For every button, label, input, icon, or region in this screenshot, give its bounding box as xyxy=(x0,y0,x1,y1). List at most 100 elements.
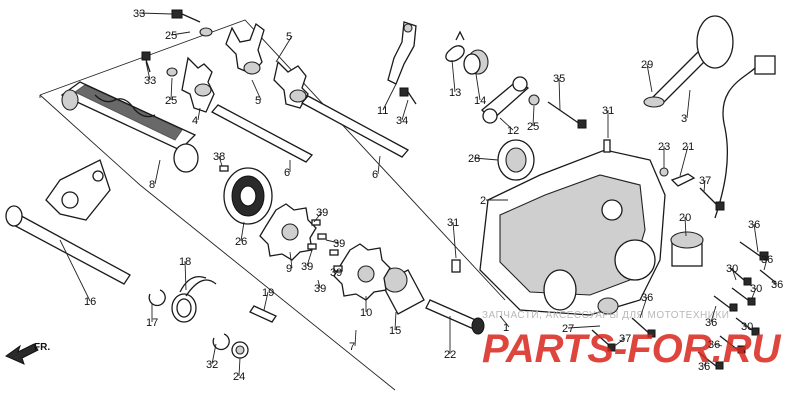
callout-c2: 25 xyxy=(165,30,191,42)
callout-number: 9 xyxy=(286,263,292,275)
fork-shaft-6b xyxy=(300,95,410,158)
callout-c36: 36 xyxy=(639,292,653,319)
callout-number: 33 xyxy=(144,75,156,87)
callout-c34: 36 xyxy=(705,305,717,329)
callout-c35: 36 xyxy=(708,339,723,351)
plate-12 xyxy=(481,76,530,124)
callout-leader xyxy=(753,223,759,253)
callout-leader xyxy=(567,325,601,329)
shift-spindle-16 xyxy=(5,159,131,285)
callout-leader xyxy=(238,357,241,377)
callout-number: 22 xyxy=(444,349,456,361)
shift-fork-5a xyxy=(225,22,265,75)
callout-number: 2 xyxy=(480,195,486,207)
neutral-switch-20 xyxy=(670,231,704,267)
callout-number: 1 xyxy=(503,322,509,334)
callout-c25: 21 xyxy=(679,141,694,177)
callout-c21: 31 xyxy=(602,105,614,138)
callout-number: 3 xyxy=(681,113,687,125)
callout-leader xyxy=(684,216,687,237)
callout-leader xyxy=(475,73,481,101)
callout-c30: 30 xyxy=(726,263,738,281)
pin-31-right xyxy=(603,139,611,153)
callout-c19: 29 xyxy=(641,59,653,93)
gear-case-cover-2 xyxy=(479,149,666,316)
callout-c12: 11 xyxy=(377,83,397,117)
callout-number: 28 xyxy=(468,153,480,165)
bolt-35 xyxy=(547,101,587,129)
callout-c49: 39 xyxy=(330,267,342,279)
bolt-33-left xyxy=(141,51,178,77)
callout-leader xyxy=(263,291,269,311)
bolt-33-top xyxy=(171,9,213,37)
circlip-17 xyxy=(148,289,166,307)
washer-24 xyxy=(231,341,249,359)
callout-number: 29 xyxy=(641,59,653,71)
callout-c24: 23 xyxy=(658,141,670,168)
watermark-text: ЗАПЧАСТИ, АКСЕССУАРЫ ДЛЯ МОТОТЕХНИКИ xyxy=(482,310,729,321)
bolt-group-right xyxy=(697,241,776,370)
pins-39 xyxy=(307,219,343,272)
callout-number: 35 xyxy=(553,73,565,85)
callout-c26: 37 xyxy=(699,175,711,193)
callout-number: 27 xyxy=(562,323,574,335)
pin-19 xyxy=(249,305,277,323)
callout-number: 39 xyxy=(301,261,313,273)
bolt-37-right xyxy=(699,187,725,211)
callout-number: 17 xyxy=(146,317,158,329)
callout-leader xyxy=(145,61,151,81)
callout-leader xyxy=(251,79,262,101)
callout-number: 19 xyxy=(262,287,274,299)
callout-c40: 1 xyxy=(499,315,510,334)
callout-number: 30 xyxy=(750,283,762,295)
callout-c55: 17 xyxy=(146,304,158,329)
fork-shaft-6a xyxy=(210,104,314,163)
callout-c22: 28 xyxy=(468,153,499,165)
callout-c8: 8 xyxy=(149,159,161,191)
callout-c57: 32 xyxy=(206,343,218,371)
callout-leader xyxy=(731,267,737,281)
callout-number: 18 xyxy=(179,256,191,268)
callout-number: 38 xyxy=(213,151,225,163)
callout-leader xyxy=(679,145,689,177)
callout-c33: 30 xyxy=(741,321,753,333)
callout-leader xyxy=(452,221,457,259)
callout-number: 36 xyxy=(708,339,720,351)
callout-leader xyxy=(154,159,161,185)
callout-c47: 39 xyxy=(325,238,345,250)
callout-c10: 6 xyxy=(284,160,291,179)
front-direction-arrow: FR. xyxy=(4,342,50,365)
callout-leader xyxy=(451,59,456,93)
stopper-arm-11 xyxy=(387,21,417,85)
callout-c17: 25 xyxy=(527,105,539,133)
spring-18 xyxy=(171,275,217,323)
callout-c4: 25 xyxy=(165,77,177,107)
callout-c51: 26 xyxy=(235,221,247,248)
callout-leader xyxy=(532,105,535,127)
callout-leader xyxy=(746,325,753,331)
watermark-logo: PARTS-FOR.RU xyxy=(482,327,782,371)
callout-c28: 36 xyxy=(748,219,760,253)
callout-c14: 13 xyxy=(449,59,461,99)
callout-c27: 20 xyxy=(679,212,691,237)
plate-9 xyxy=(259,203,317,261)
washer-23 xyxy=(659,167,669,177)
callout-number: 36 xyxy=(698,361,710,373)
callout-c3: 33 xyxy=(144,61,156,87)
callout-c50: 39 xyxy=(314,279,326,295)
callout-leader xyxy=(218,155,223,167)
callout-leader xyxy=(751,287,757,299)
assembly-frame xyxy=(39,19,506,391)
callout-c53: 19 xyxy=(262,287,274,311)
callout-number: 25 xyxy=(165,95,177,107)
callout-leader xyxy=(646,63,653,93)
callout-c39: 27 xyxy=(562,323,601,335)
callout-leader xyxy=(317,279,321,289)
bolt-group-mid xyxy=(591,297,656,352)
callout-c44: 7 xyxy=(349,329,357,353)
callout-leader xyxy=(710,305,717,323)
callout-number: 32 xyxy=(206,359,218,371)
callout-leader xyxy=(401,99,409,121)
callout-leader xyxy=(639,296,648,319)
callout-leader xyxy=(184,260,187,291)
